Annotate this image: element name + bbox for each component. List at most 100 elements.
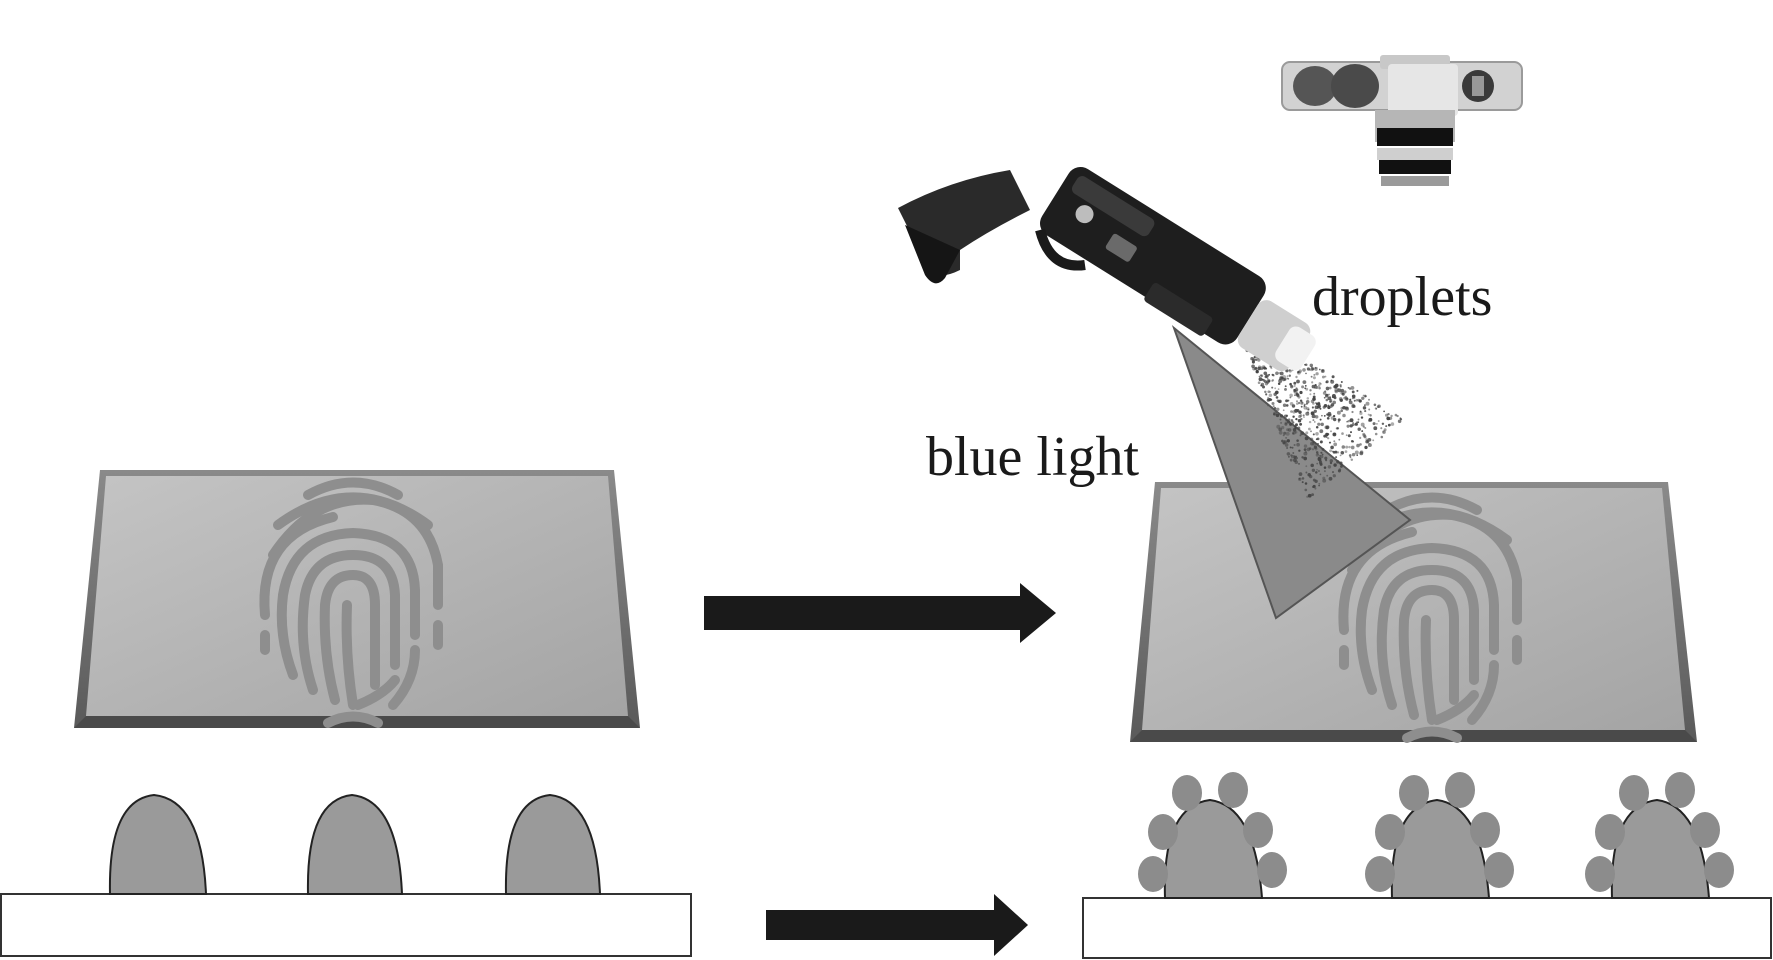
spray-droplet: [1329, 459, 1334, 463]
spray-droplet: [1333, 440, 1336, 443]
spray-droplet: [1352, 421, 1354, 424]
spray-droplet: [1292, 415, 1295, 418]
left-ridges: [0, 793, 692, 957]
spray-droplet: [1269, 398, 1273, 401]
spray-droplet: [1346, 424, 1350, 428]
spray-droplet: [1301, 477, 1305, 480]
spray-droplet: [1258, 365, 1261, 369]
spray-droplet: [1251, 360, 1255, 364]
spray-droplet: [1363, 394, 1367, 398]
spray-droplet: [1303, 444, 1308, 448]
spray-droplet: [1284, 378, 1287, 381]
spray-droplet: [1284, 387, 1287, 391]
spray-droplet: [1292, 410, 1296, 414]
spray-droplet: [1288, 374, 1291, 377]
spray-droplet: [1319, 454, 1322, 457]
spray-droplet: [1287, 418, 1291, 421]
spray-droplet: [1303, 456, 1308, 461]
spray-droplet: [1313, 421, 1316, 423]
spray-droplet: [1380, 435, 1384, 439]
spray-droplet: [1296, 402, 1299, 405]
arrow-top: [704, 583, 1056, 643]
spray-droplet: [1286, 446, 1289, 450]
spray-droplet: [1285, 418, 1289, 422]
spray-droplet: [1293, 443, 1296, 447]
spray-droplet: [1349, 418, 1354, 423]
spray-droplet: [1332, 414, 1336, 418]
spray-droplet: [1314, 384, 1317, 387]
spray-droplet: [1362, 406, 1367, 410]
spray-droplet: [1301, 456, 1304, 459]
spray-droplet: [1289, 446, 1292, 449]
spray-droplet: [1277, 382, 1281, 386]
spray-droplet: [1359, 450, 1364, 454]
spray-droplet: [1312, 376, 1316, 380]
spray-droplet: [1299, 390, 1303, 395]
spray-droplet: [1298, 415, 1302, 419]
spray-droplet: [1340, 465, 1343, 468]
spray-droplet: [1376, 423, 1378, 425]
spray-droplet: [1372, 439, 1375, 442]
spray-droplet: [1367, 413, 1370, 416]
spray-droplet: [1318, 484, 1320, 487]
spray-droplet: [1273, 392, 1277, 397]
spray-droplet: [1325, 459, 1328, 462]
spray-droplet: [1323, 414, 1326, 417]
spray-droplet: [1349, 424, 1353, 428]
spray-droplet: [1325, 386, 1330, 391]
spray-droplet: [1318, 461, 1323, 465]
spray-droplet: [1271, 379, 1274, 382]
droplets-label: droplets: [1312, 266, 1492, 328]
spray-droplet: [1284, 385, 1287, 388]
spray-droplet: [1358, 399, 1362, 403]
spray-droplet: [1354, 450, 1359, 455]
spray-droplet: [1317, 384, 1321, 387]
spray-droplet: [1321, 453, 1324, 456]
spray-droplet: [1268, 373, 1271, 376]
spray-droplet: [1354, 422, 1358, 426]
spray-droplet: [1334, 385, 1337, 388]
spray-droplet: [1286, 452, 1291, 456]
spray-droplet: [1309, 367, 1314, 372]
spray-droplet: [1340, 388, 1345, 393]
spray-droplet: [1304, 450, 1307, 453]
spray-droplet: [1319, 418, 1322, 421]
spray-droplet: [1387, 412, 1390, 416]
spray-droplet: [1308, 427, 1311, 431]
spray-droplet: [1368, 398, 1370, 401]
spray-droplet: [1390, 422, 1395, 426]
spray-droplet: [1312, 419, 1315, 422]
spray-droplet: [1340, 451, 1345, 455]
spray-droplet: [1313, 445, 1318, 449]
spray-droplet: [1355, 398, 1359, 402]
spray-droplet: [1309, 389, 1312, 392]
spray-droplet: [1332, 400, 1337, 405]
spray-droplet: [1300, 431, 1305, 435]
spray-droplet: [1311, 493, 1315, 497]
spray-droplet: [1273, 406, 1277, 410]
spray-droplet: [1287, 377, 1290, 380]
spray-droplet: [1287, 399, 1290, 402]
spray-droplet: [1274, 387, 1277, 390]
spray-droplet: [1288, 369, 1291, 372]
spray-droplet: [1272, 374, 1275, 377]
spray-droplet: [1328, 441, 1332, 444]
spray-droplet: [1315, 385, 1319, 389]
spray-droplet: [1365, 438, 1368, 441]
spray-droplet: [1289, 422, 1293, 426]
spray-droplet: [1319, 473, 1322, 476]
spray-droplet: [1271, 379, 1275, 382]
spray-droplet: [1321, 414, 1323, 417]
spray-droplet: [1324, 456, 1328, 460]
spray-droplet: [1337, 388, 1339, 390]
spray-droplet: [1327, 465, 1332, 469]
spray-droplet: [1349, 456, 1352, 459]
spray-droplet: [1338, 438, 1341, 441]
spray-droplet: [1356, 443, 1360, 448]
spray-droplet: [1360, 416, 1364, 419]
spray-droplet: [1377, 420, 1380, 422]
spray-droplet: [1268, 393, 1273, 398]
spray-droplet: [1304, 488, 1308, 492]
spray-droplet: [1285, 436, 1288, 439]
spray-droplet: [1272, 405, 1275, 408]
